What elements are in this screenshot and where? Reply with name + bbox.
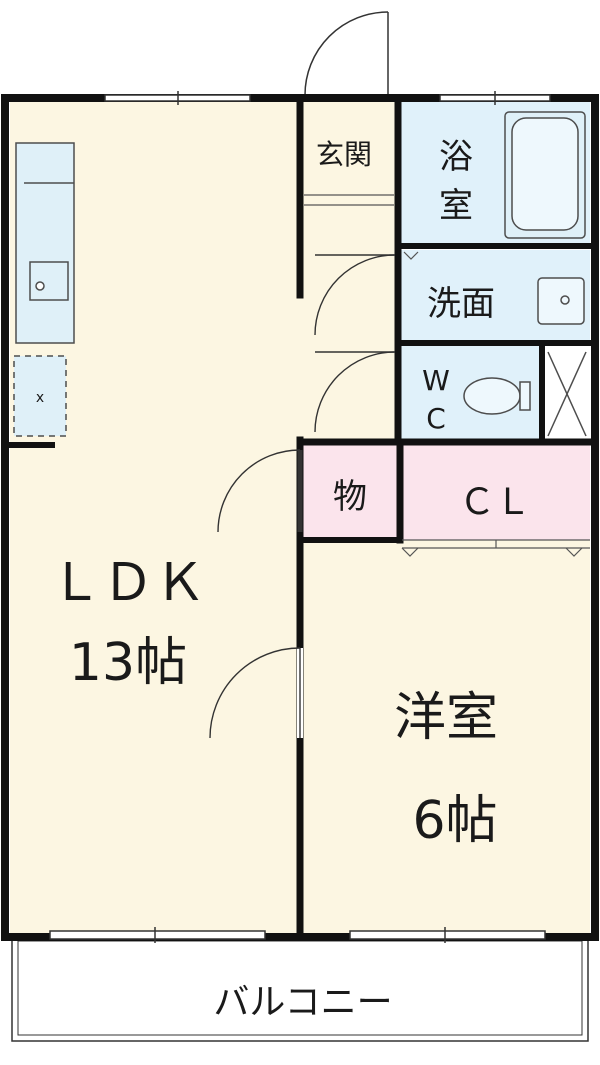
washbasin-icon [537,277,585,325]
closet-floor [400,445,590,540]
thin-lines [304,194,590,557]
pipe-space-icon [547,351,587,437]
balcony-outline [11,936,589,1042]
entrance-door [304,11,389,96]
sink-drain-icon [35,281,45,291]
kitchen-counter-icon [15,142,75,344]
entrance-label: 玄関 [316,138,372,171]
bath-label-bottom: 室 [439,186,473,226]
western-room-floor [300,540,590,935]
bath-label-top: 浴 [439,137,473,177]
closet-label: ＣＬ [459,482,531,523]
washroom-label: 洗面 [427,284,495,324]
storage-floor [300,445,400,540]
hall-floor [300,195,400,445]
windows [49,91,551,943]
interior-doors [209,254,396,739]
storage-label: 物 [333,477,367,517]
bathtub-icon [504,111,586,239]
wc-label-top: W [422,364,450,397]
wc-label-bottom: C [426,402,446,435]
balcony-label: バルコニー [213,982,392,1023]
sink-icon [29,261,69,301]
western-room-size: 6帖 [412,791,497,851]
floors [10,100,590,935]
ldk-name: ＬＤＫ [50,553,206,613]
ldk-size: 13帖 [69,633,187,693]
entrance-floor [300,100,400,195]
refrigerator-space-icon [13,355,67,437]
balcony [11,936,589,1042]
western-room-name: 洋室 [394,688,498,748]
room-labels: ＬＤＫ 13帖 洋室 6帖 玄関 浴 室 洗面 W C 物 ＣＬ バルコニー [50,137,531,1023]
toilet-icon [463,377,531,415]
range-mark: x [36,390,44,406]
